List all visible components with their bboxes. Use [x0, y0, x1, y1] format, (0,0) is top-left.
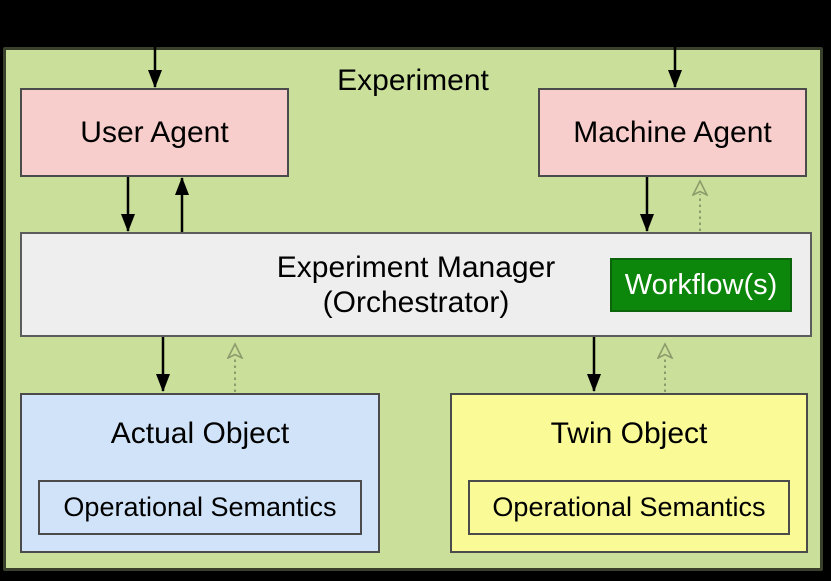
experiment-title: Experiment	[337, 64, 489, 97]
twin-operational-semantics-label: Operational Semantics	[492, 492, 766, 522]
machine-agent-box: Machine Agent	[538, 88, 807, 177]
experiment-manager-label-line1: Experiment Manager	[276, 250, 556, 284]
twin-object-label: Twin Object	[550, 417, 708, 450]
experiment-manager-label-line2: (Orchestrator)	[322, 285, 510, 319]
workflow-label: Workflow(s)	[624, 268, 778, 301]
actual-operational-semantics-label: Operational Semantics	[63, 492, 337, 522]
actual-object-label: Actual Object	[110, 417, 290, 450]
user-agent-box: User Agent	[20, 88, 289, 177]
twin-object-box: Twin Object Operational Semantics	[450, 393, 808, 553]
experiment-manager-box: Experiment Manager (Orchestrator) Workfl…	[20, 232, 812, 337]
experiment-boundary: Experiment User Agent Machine Agent Expe…	[3, 47, 823, 571]
actual-operational-semantics-box: Operational Semantics	[38, 480, 362, 535]
machine-agent-label: Machine Agent	[573, 115, 772, 149]
workflow-box: Workflow(s)	[610, 258, 792, 312]
user-agent-label: User Agent	[80, 115, 229, 149]
actual-object-box: Actual Object Operational Semantics	[20, 393, 380, 553]
twin-operational-semantics-box: Operational Semantics	[468, 480, 790, 535]
